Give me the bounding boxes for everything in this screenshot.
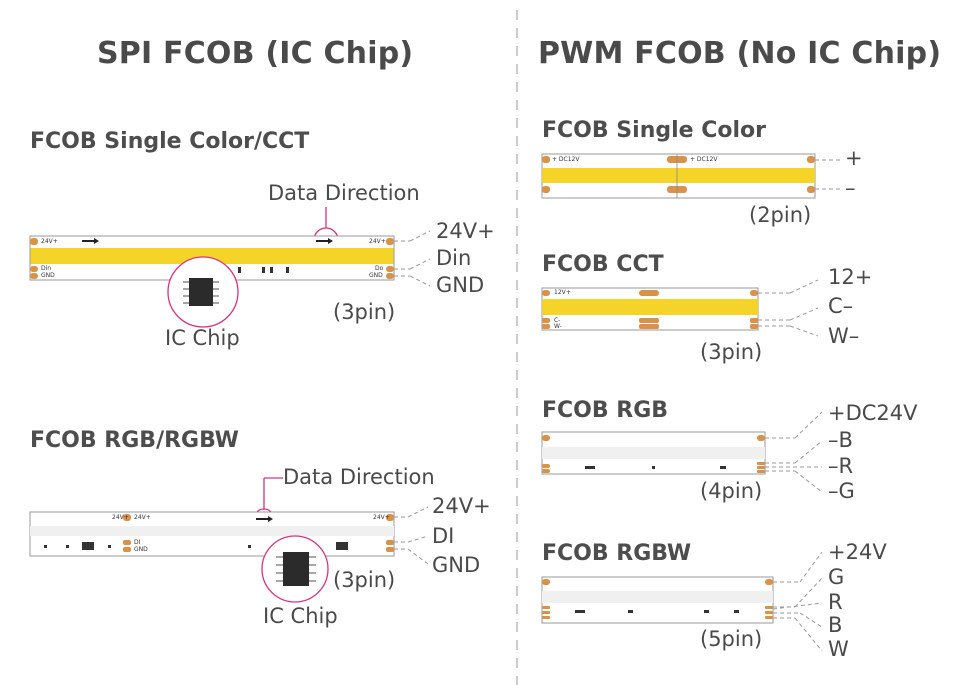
pwm-cct-pin-count: (3pin) (700, 340, 763, 364)
pwm-cct-pin-12v: 12+ (828, 265, 873, 289)
spi-single-strip-left-top: 24V+ (41, 238, 58, 245)
spi-single-pin-din: Din (436, 246, 472, 270)
pwm-cct-title: FCOB CCT (542, 252, 664, 277)
spi-rgb-strip-di: DI (134, 539, 141, 546)
pwm-single-pin-plus: + (845, 146, 863, 170)
pwm-rgb-pin-count: (4pin) (700, 479, 763, 503)
spi-rgb-chip-label: IC Chip (263, 604, 338, 628)
spi-rgb-strip-right-top: 24V+ (373, 514, 390, 521)
spi-single-chip-label: IC Chip (165, 326, 240, 350)
spi-single-title: FCOB Single Color/CCT (30, 129, 310, 154)
pwm-single-pin-count: (2pin) (749, 203, 812, 227)
spi-single-strip-left-bot: GND (41, 272, 55, 279)
pwm-cct-strip-w: W- (554, 323, 562, 330)
pwm-rgb-pin-b: –B (828, 428, 853, 452)
right-section-title: PWM FCOB (No IC Chip) (538, 36, 942, 71)
pwm-cct-pin-c: C– (828, 294, 854, 318)
spi-single-pin-gnd: GND (436, 273, 485, 297)
spi-single-strip-right-mid: Do (375, 265, 384, 272)
pwm-rgbw-pin-count: (5pin) (700, 627, 763, 651)
pwm-rgb-title: FCOB RGB (542, 398, 669, 423)
pwm-cct-strip-v: 12V+ (554, 289, 571, 296)
spi-rgb-pin-count: (3pin) (333, 568, 396, 592)
pwm-rgbw-pin-w: W (828, 637, 849, 661)
pwm-single-strip-label-b: + DC12V (690, 156, 718, 163)
pwm-rgbw-pin-b: B (828, 613, 843, 637)
spi-rgb-pin-gnd: GND (432, 553, 481, 577)
section-divider (516, 10, 518, 685)
left-section-title: SPI FCOB (IC Chip) (97, 36, 414, 71)
spi-single-pin-count: (3pin) (333, 300, 396, 324)
spi-rgb-pin-24v: 24V+ (432, 494, 491, 518)
spi-rgb-strip-mid-top-right: 24V+ (134, 514, 151, 521)
spi-single-strip-right-top: 24V+ (369, 238, 386, 245)
spi-rgb-pin-di: DI (432, 524, 455, 548)
pwm-single-pin-minus: – (845, 176, 856, 200)
pwm-single-strip-label-a: + DC12V (552, 156, 580, 163)
pwm-rgb-pin-g: –G (828, 479, 855, 503)
spi-rgb-strip-gnd: GND (134, 546, 148, 553)
pwm-rgbw-pin-24v: +24V (828, 540, 887, 564)
spi-rgb-title: FCOB RGB/RGBW (30, 428, 239, 453)
pwm-cct-strip-c: C- (554, 317, 561, 324)
spi-single-strip-left-mid: Din (41, 265, 52, 272)
pwm-rgbw-title: FCOB RGBW (542, 541, 692, 566)
spi-single-data-direction-label: Data Direction (268, 181, 420, 205)
pwm-rgbw-pin-r: R (828, 590, 843, 614)
pwm-single-title: FCOB Single Color (542, 118, 766, 143)
spi-rgb-strip-mid-top-left: 24V+ (112, 514, 129, 521)
pwm-rgb-pin-dc24v: +DC24V (828, 401, 918, 425)
pwm-cct-pin-w: W– (828, 324, 860, 348)
spi-single-pin-24v: 24V+ (436, 219, 495, 243)
pwm-rgb-pin-r: –R (828, 454, 854, 478)
spi-single-strip-right-bot: GND (369, 272, 383, 279)
pwm-rgbw-pin-g: G (828, 565, 845, 589)
spi-rgb-data-direction-label: Data Direction (283, 465, 435, 489)
